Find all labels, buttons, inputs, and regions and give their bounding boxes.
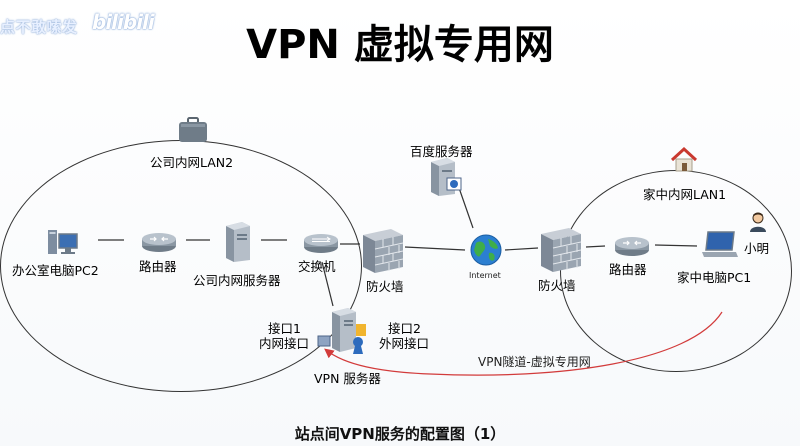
web-server-icon[interactable]: [429, 158, 463, 196]
port1-desc-label: 内网接口: [259, 336, 310, 351]
vpn-server-label: VPN 服务器: [314, 371, 381, 386]
vpn-tunnel-arrow: [324, 311, 723, 376]
user-icon: [750, 212, 766, 232]
server-icon[interactable]: [222, 222, 250, 262]
port2-label: 接口2: [388, 321, 421, 336]
vpn-tunnel-label: VPN隧道-虚拟专用网: [478, 355, 591, 369]
desktop-pc-icon[interactable]: [48, 228, 78, 256]
company-lan-label: 公司内网LAN2: [150, 155, 234, 170]
internal-server-label: 公司内网服务器: [193, 273, 281, 288]
diagram-caption: 站点间VPN服务的配置图（1）: [294, 425, 506, 443]
office-pc-label: 办公室电脑PC2: [12, 263, 99, 278]
internet-label: Internet: [469, 271, 501, 280]
port2-desc-label: 外网接口: [379, 336, 430, 351]
switch-icon[interactable]: [303, 233, 339, 253]
laptop-icon[interactable]: [702, 231, 738, 258]
home-firewall-label: 防火墙: [538, 278, 576, 293]
home-pc-label: 家中电脑PC1: [677, 270, 752, 285]
page-title: VPN 虚拟专用网: [246, 22, 554, 68]
globe-icon[interactable]: [470, 234, 502, 266]
router-icon[interactable]: [141, 232, 177, 252]
house-icon: [670, 146, 698, 172]
firewall-icon[interactable]: [363, 229, 404, 273]
briefcase-icon: [179, 117, 207, 142]
port1-label: 接口1: [268, 321, 301, 336]
vpn-server-icon[interactable]: [317, 308, 366, 354]
watermark-text: 点不敢嗦发: [0, 18, 78, 36]
router-icon[interactable]: [614, 236, 650, 256]
firewall-icon[interactable]: [541, 228, 582, 272]
user-label: 小明: [744, 241, 770, 256]
company-router-label: 路由器: [139, 259, 177, 274]
baidu-server-label: 百度服务器: [410, 144, 473, 159]
bilibili-logo: bilibili: [92, 10, 155, 34]
home-router-label: 路由器: [609, 262, 647, 277]
company-firewall-label: 防火墙: [366, 279, 404, 294]
home-lan-label: 家中内网LAN1: [643, 187, 727, 202]
switch-label: 交换机: [298, 259, 336, 274]
